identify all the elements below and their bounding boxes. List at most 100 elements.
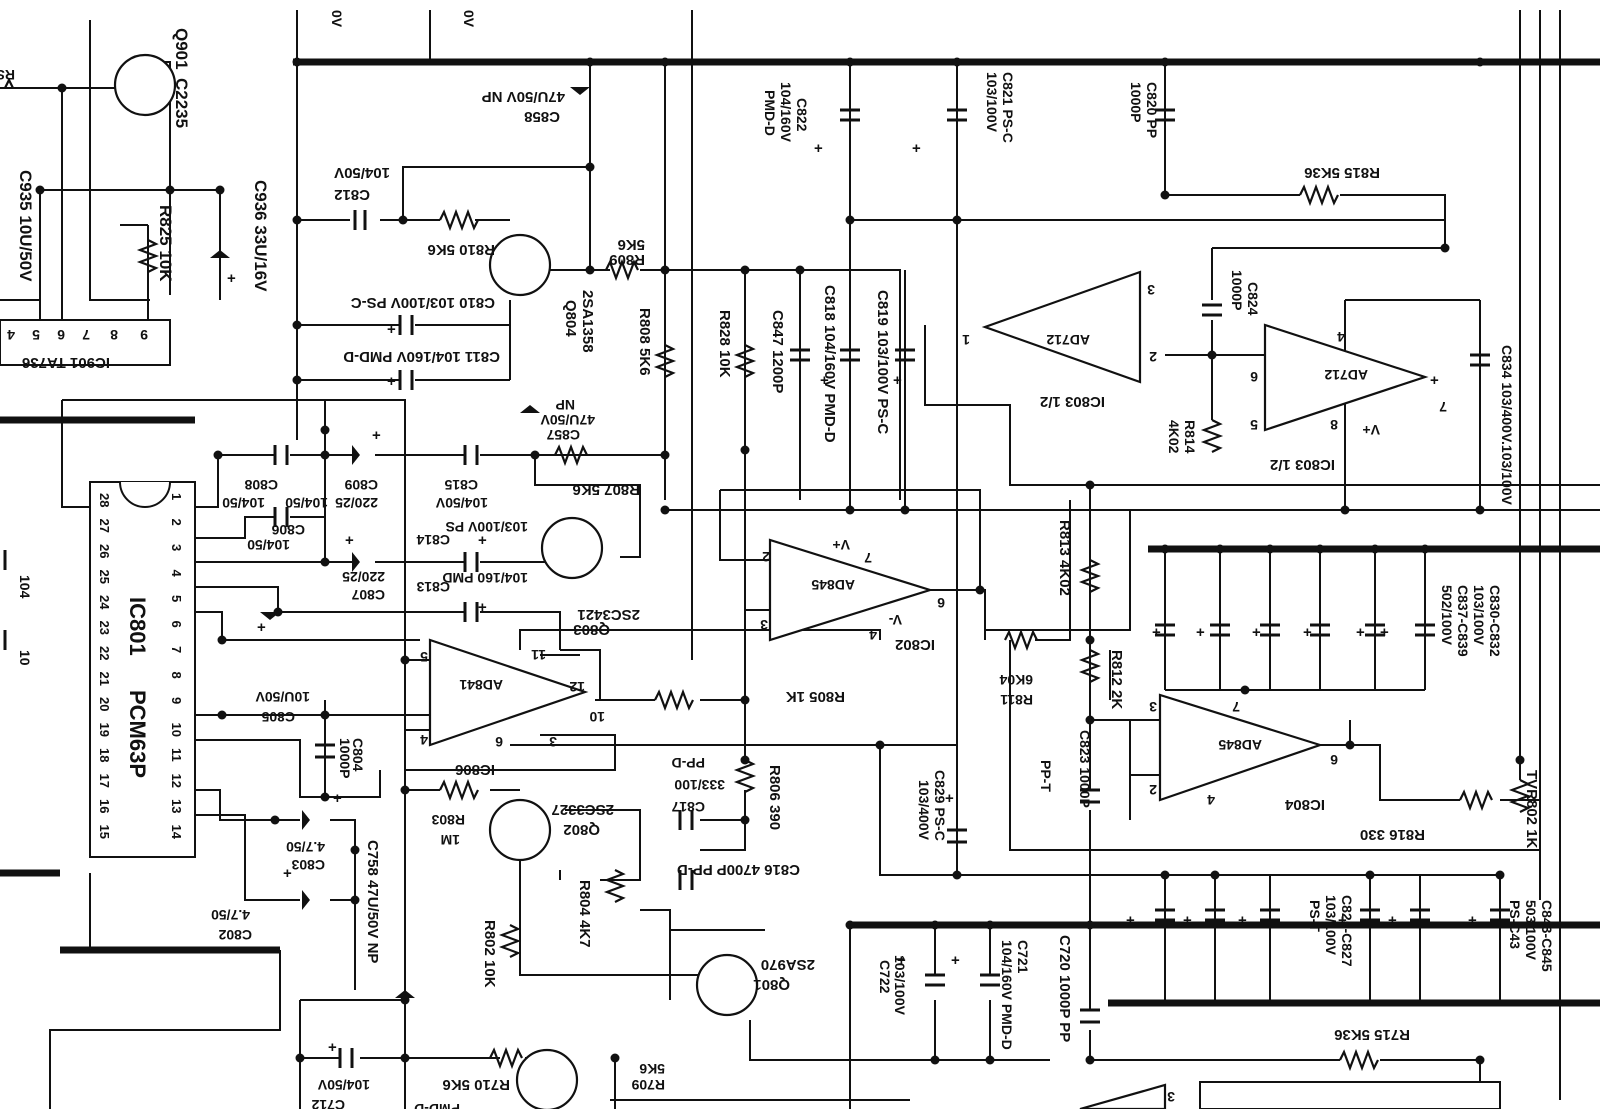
r807-label: R807 5K6 <box>572 481 640 498</box>
svg-text:7: 7 <box>82 327 90 343</box>
svg-text:+: + <box>1152 624 1161 641</box>
svg-text:+: + <box>951 952 960 969</box>
r709-ref: R709 <box>631 1077 665 1093</box>
c814-value: 103/100V PS <box>445 519 528 535</box>
c818-label: C818 104/160V PMD-D <box>821 285 838 443</box>
c837-value: 502/100V <box>1439 585 1455 646</box>
q803-transistor <box>540 516 604 580</box>
ic801-pin-12: 12 <box>169 774 184 788</box>
ic801-pin-10: 10 <box>169 723 184 737</box>
ic803b-p5: 5 <box>1250 417 1258 433</box>
polarized-caps <box>210 87 590 998</box>
q801-ref: Q801 <box>753 976 790 993</box>
c803-value: 4.7/50 <box>286 839 325 855</box>
ic804-ref: IC804 <box>1284 796 1325 813</box>
ic801-pin-23: 23 <box>97 621 112 635</box>
svg-text:+: + <box>227 270 236 287</box>
c819-label: C819 103/100V PS-C <box>874 290 891 434</box>
c812-ref: C812 <box>334 186 370 203</box>
c825-value: 103/100V <box>1323 895 1339 956</box>
c817-ref: C817 <box>671 799 705 815</box>
svg-text:+: + <box>814 140 823 157</box>
edge-104: 104 <box>17 575 33 599</box>
c806-ref: C806 <box>271 522 305 538</box>
c808-value: 104/50 <box>222 495 265 511</box>
ic801-pin-3: 3 <box>169 544 184 551</box>
c843-type: PS-C43 <box>1507 900 1523 949</box>
ic803a-p3: 3 <box>1147 282 1155 298</box>
svg-text:+: + <box>945 790 954 807</box>
ic801-pin-15: 15 <box>97 825 112 839</box>
c847-label: C847 1200P <box>769 310 786 393</box>
ic806-p10: 10 <box>589 709 605 725</box>
c806-value: 104/50 <box>247 537 290 553</box>
ic801-pin-25: 25 <box>97 570 112 584</box>
ic806-p3: 3 <box>549 734 557 750</box>
ic804-p3: 3 <box>1149 699 1157 715</box>
ic803a-p2: 2 <box>1149 349 1157 365</box>
c816-label: C816 4700P PP-D <box>677 861 800 878</box>
c807-value: 220/25 <box>342 569 385 585</box>
svg-text:+: + <box>893 372 902 389</box>
c809-value: 220/25 <box>335 495 378 511</box>
q801-part: 2SA970 <box>761 956 815 973</box>
resistors <box>4 77 1532 1072</box>
r810-label: R810 5K6 <box>427 241 495 258</box>
c824-ref: C824 <box>1245 282 1261 316</box>
svg-text:+: + <box>1468 912 1477 929</box>
c802-ref: C802 <box>218 927 252 943</box>
q7-transistor <box>515 1048 579 1109</box>
c808-ref: C808 <box>244 477 278 493</box>
c821-ref: C821 PS-C <box>1000 72 1016 143</box>
capacitors <box>3 108 1510 1068</box>
ic803b-p4: 4 <box>1337 329 1345 345</box>
c758-label: C758 47U/50V NP <box>364 840 381 963</box>
c712-value: 104/50V <box>317 1077 370 1093</box>
ic802-p2: 2 <box>762 549 770 565</box>
ic801-pin-27: 27 <box>97 519 112 533</box>
ic804-p2: 2 <box>1149 782 1157 798</box>
svg-text:+: + <box>1183 912 1192 929</box>
ic801-pin-22: 22 <box>97 646 112 660</box>
ic801-pin-11: 11 <box>169 748 184 762</box>
ic803a-part: AD712 <box>1046 332 1090 348</box>
svg-text:5: 5 <box>32 327 40 343</box>
polarity-marks: ++ ++ ++ ++ +++ +++ ++ +++ +++ +++ +++ +… <box>227 140 1477 1056</box>
c825-type: PS-T <box>1307 900 1323 932</box>
ic802-ref: IC802 <box>895 636 935 653</box>
ic806-p5: 5 <box>420 649 428 665</box>
c721-value: 104/160V PMD-D <box>999 940 1015 1050</box>
svg-text:+: + <box>1430 372 1439 389</box>
ic803a-ref: IC803 1/2 <box>1040 393 1105 410</box>
c808-value2: 104/50 <box>285 495 328 511</box>
ic801-pin-1: 1 <box>169 493 184 500</box>
q802-part: 2SC3327 <box>551 801 614 818</box>
c935-label: C935 10U/50V <box>16 170 35 282</box>
label-0v-a: 0V <box>329 10 345 28</box>
tvr802-label: TVR802 1K <box>1523 770 1540 849</box>
ic801-pin-13: 13 <box>169 799 184 813</box>
ic801-pin-14: 14 <box>169 825 184 840</box>
svg-text:+: + <box>478 532 487 549</box>
ic801-pin-6: 6 <box>169 621 184 628</box>
ic804-p6: 6 <box>1330 752 1338 768</box>
ic901-body <box>0 319 171 366</box>
ic801-pin-9: 9 <box>169 697 184 704</box>
svg-text:6: 6 <box>57 327 65 343</box>
ic802-p6: 6 <box>937 595 945 611</box>
r709-value: 5K6 <box>639 1061 665 1077</box>
ic804-part: AD845 <box>1218 737 1262 753</box>
ic801-pin-17: 17 <box>97 774 112 788</box>
c802-value: 4.7/50 <box>211 907 250 923</box>
ic803b-p6: 6 <box>1250 369 1258 385</box>
c823-type: PP-T <box>1038 760 1054 792</box>
c721-ref: C721 <box>1015 940 1031 974</box>
edge-10: 10 <box>17 650 33 666</box>
c843-ref: C843-C845 <box>1539 900 1555 972</box>
r828-label: R828 10K <box>716 310 733 378</box>
wires <box>0 10 1600 1109</box>
svg-text:+: + <box>1252 624 1261 641</box>
r710-label: R710 5K6 <box>442 1076 510 1093</box>
r811-value: 6K04 <box>999 672 1033 688</box>
